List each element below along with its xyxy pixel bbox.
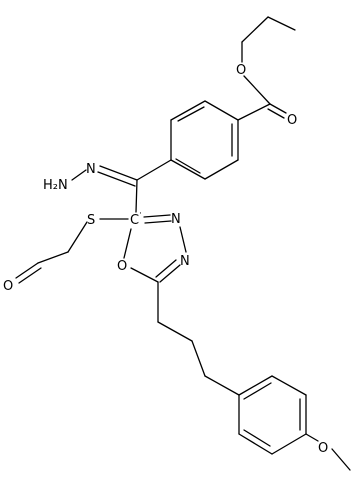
atom-o-ester-ether: O	[236, 63, 246, 78]
bond-ring-ome	[305, 433, 319, 442]
bond-ch2a-ch2b	[157, 321, 193, 342]
bond-n1-n2	[179, 226, 187, 253]
bond-carbonyl-double-a	[269, 103, 287, 114]
atom-c-charge: ·	[139, 209, 142, 219]
bond-c-n1-b	[144, 220, 172, 224]
bond-oether-carbonylc	[243, 75, 271, 105]
bond-ethyl-ch2	[241, 16, 269, 43]
bond-n2-c5-a	[159, 264, 181, 283]
bond-ch2-cho	[37, 251, 69, 264]
ethyl-ester-group	[237, 16, 296, 121]
ring1-bond-6	[204, 100, 239, 121]
atom-s: S	[87, 213, 95, 228]
bond-c-n1-a	[143, 214, 171, 218]
benzoate-ring	[170, 100, 239, 180]
ring2-inner-3	[243, 429, 271, 447]
bond-cn-double-a	[99, 165, 138, 181]
bond-o-c	[123, 228, 132, 259]
bond-ch2c-ring	[204, 375, 240, 396]
bond-o-ch3	[331, 448, 351, 471]
bond-ethyl-ch3	[267, 16, 296, 31]
ring2-bond-4	[271, 433, 307, 455]
atom-c-ring: C	[130, 213, 139, 228]
ring2-inner-1	[243, 382, 272, 400]
ring2-bond-1	[238, 375, 273, 396]
bond-carbonyl-double-b	[267, 108, 285, 119]
thioether-aldehyde-arm	[15, 218, 129, 284]
hydrazone-group	[71, 159, 172, 213]
atom-o-aldehyde: O	[3, 279, 13, 294]
bond-cn-double-b	[97, 171, 136, 187]
bond-ring-hydrazonec	[136, 159, 172, 181]
bond-n2-c5-b	[155, 259, 177, 278]
bond-n-nh2	[71, 169, 87, 181]
propyl-chain	[157, 281, 240, 396]
bond-s-ch2	[67, 221, 88, 253]
ring2-bond-2	[271, 375, 307, 396]
ring1-bond-2	[204, 159, 239, 180]
bond-ch2b-ch2c	[191, 340, 206, 377]
ring2-bond-5	[238, 433, 273, 455]
bond-cho-double-a	[15, 262, 39, 279]
atom-o-ester-carbonyl: O	[287, 113, 297, 128]
atom-h2n: H₂N	[43, 178, 68, 193]
bond-cho-double-b	[18, 267, 42, 284]
ring1-bond-3	[170, 159, 206, 180]
atom-n1: N	[171, 212, 181, 227]
methoxyphenyl-ring	[238, 375, 351, 471]
bond-carbonylc-ring	[237, 103, 271, 121]
bond-c5-o	[130, 267, 159, 283]
ring1-inner-3	[177, 106, 205, 122]
bond-hydrazonec-ringc	[135, 179, 138, 213]
atom-o-ring: O	[117, 259, 127, 274]
atom-n2: N	[180, 254, 190, 269]
ring1-bond-5	[170, 100, 206, 121]
atom-labels: O O N H₂N S C · N N O O O	[3, 63, 328, 456]
atom-n-hydrazone: N	[86, 162, 96, 177]
atom-o-methoxy: O	[318, 441, 328, 456]
oxadiazole-ring	[123, 214, 187, 283]
ring1-inner-2	[175, 158, 201, 174]
